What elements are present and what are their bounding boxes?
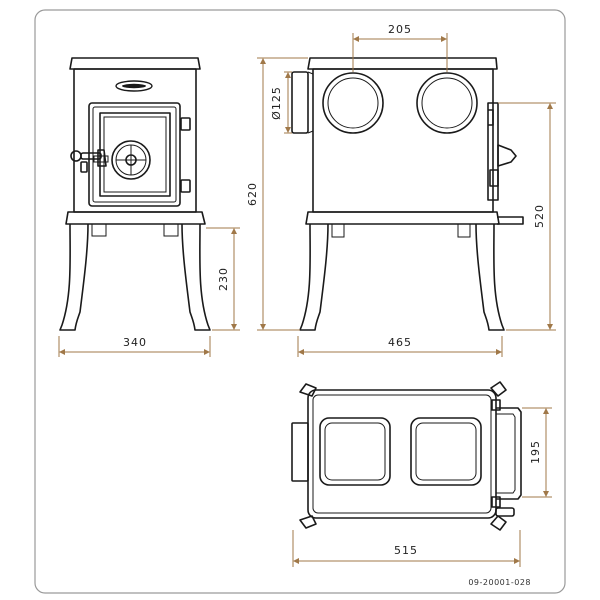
side-view <box>291 57 524 331</box>
dim-label-side-depth: 465 <box>388 336 412 349</box>
top-view <box>291 381 522 531</box>
front-view <box>59 57 211 331</box>
hotplate-right <box>410 417 482 486</box>
dim-label-total-height: 620 <box>246 182 259 206</box>
dim-front-width: 340 <box>58 336 211 357</box>
air-control-wheel <box>111 140 151 180</box>
dim-side-depth: 465 <box>297 336 503 357</box>
dim-label-front-width: 340 <box>123 336 147 349</box>
dim-flue-spacing: 205 <box>352 23 448 72</box>
dim-label-flue-diameter: Ø125 <box>270 86 283 120</box>
flue-collar-right <box>416 72 478 134</box>
dim-side-height: 520 <box>498 102 556 331</box>
sheet-frame <box>34 9 566 594</box>
flue-collar-left <box>322 72 384 134</box>
dim-total-height: 620 <box>246 57 308 331</box>
dim-top-depth: 195 <box>522 407 552 498</box>
dim-top-width: 515 <box>292 530 521 567</box>
dim-label-flue-spacing: 205 <box>388 23 412 36</box>
dim-leg-height: 230 <box>206 227 240 331</box>
dim-flue-diameter: Ø125 <box>270 71 292 134</box>
drawing-reference: 09-20001-028 <box>468 578 531 587</box>
dim-label-leg-height: 230 <box>217 267 230 291</box>
dim-label-top-width: 515 <box>394 544 418 557</box>
hotplate-left <box>319 417 391 486</box>
dim-label-top-depth: 195 <box>529 440 542 464</box>
door-handle <box>70 149 109 173</box>
dim-label-side-height: 520 <box>533 204 546 228</box>
